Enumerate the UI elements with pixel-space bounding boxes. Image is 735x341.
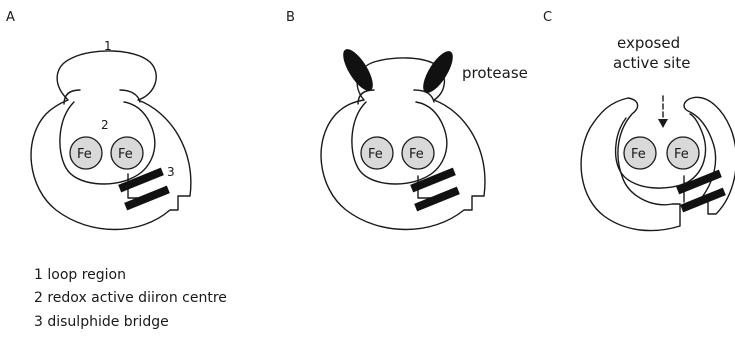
fe-label-b-left: Fe (368, 147, 383, 162)
fe-label-a-right: Fe (118, 147, 133, 162)
fe-label-b-right: Fe (409, 147, 424, 162)
disulphide-bar-b-lower (414, 187, 460, 212)
arrow-head (658, 119, 668, 128)
protease-blob-right (418, 47, 459, 97)
panel-label-c: C (543, 10, 552, 25)
legend-item-2: 2 redox active diiron centre (34, 290, 227, 306)
fe-label-a-left: Fe (77, 147, 92, 162)
protein-outline-b (321, 58, 485, 230)
panel-a: A Fe Fe 1 2 3 (6, 10, 191, 230)
disulphide-bar-a-upper (118, 168, 164, 193)
fe-label-c-right: Fe (674, 147, 689, 162)
protein-outline-a (31, 51, 191, 230)
exposed-label-line2: active site (613, 54, 690, 72)
callout-loop-a: 1 (104, 39, 112, 53)
disulphide-bar-c-lower (680, 188, 726, 213)
panel-label-a: A (6, 10, 15, 25)
panel-label-b: B (286, 10, 295, 25)
disulphide-bar-c-upper (676, 170, 722, 195)
protease-label: protease (462, 64, 528, 82)
loop-hook-right-a (120, 90, 140, 102)
legend: 1 loop region 2 redox active diiron cent… (34, 267, 227, 330)
callout-disulphide-a: 3 (167, 165, 175, 179)
fe-label-c-left: Fe (631, 147, 646, 162)
disulphide-bar-b-upper (410, 168, 456, 193)
panel-b: B Fe Fe protease (286, 10, 528, 230)
callout-diiron-a: 2 (101, 118, 109, 132)
exposed-label-line1: exposed (617, 34, 680, 52)
legend-item-3: 3 disulphide bridge (34, 314, 169, 330)
loop-hook-left-a (64, 90, 80, 104)
legend-item-1: 1 loop region (34, 267, 126, 283)
panel-c: C Fe Fe exposed active site (543, 10, 735, 231)
